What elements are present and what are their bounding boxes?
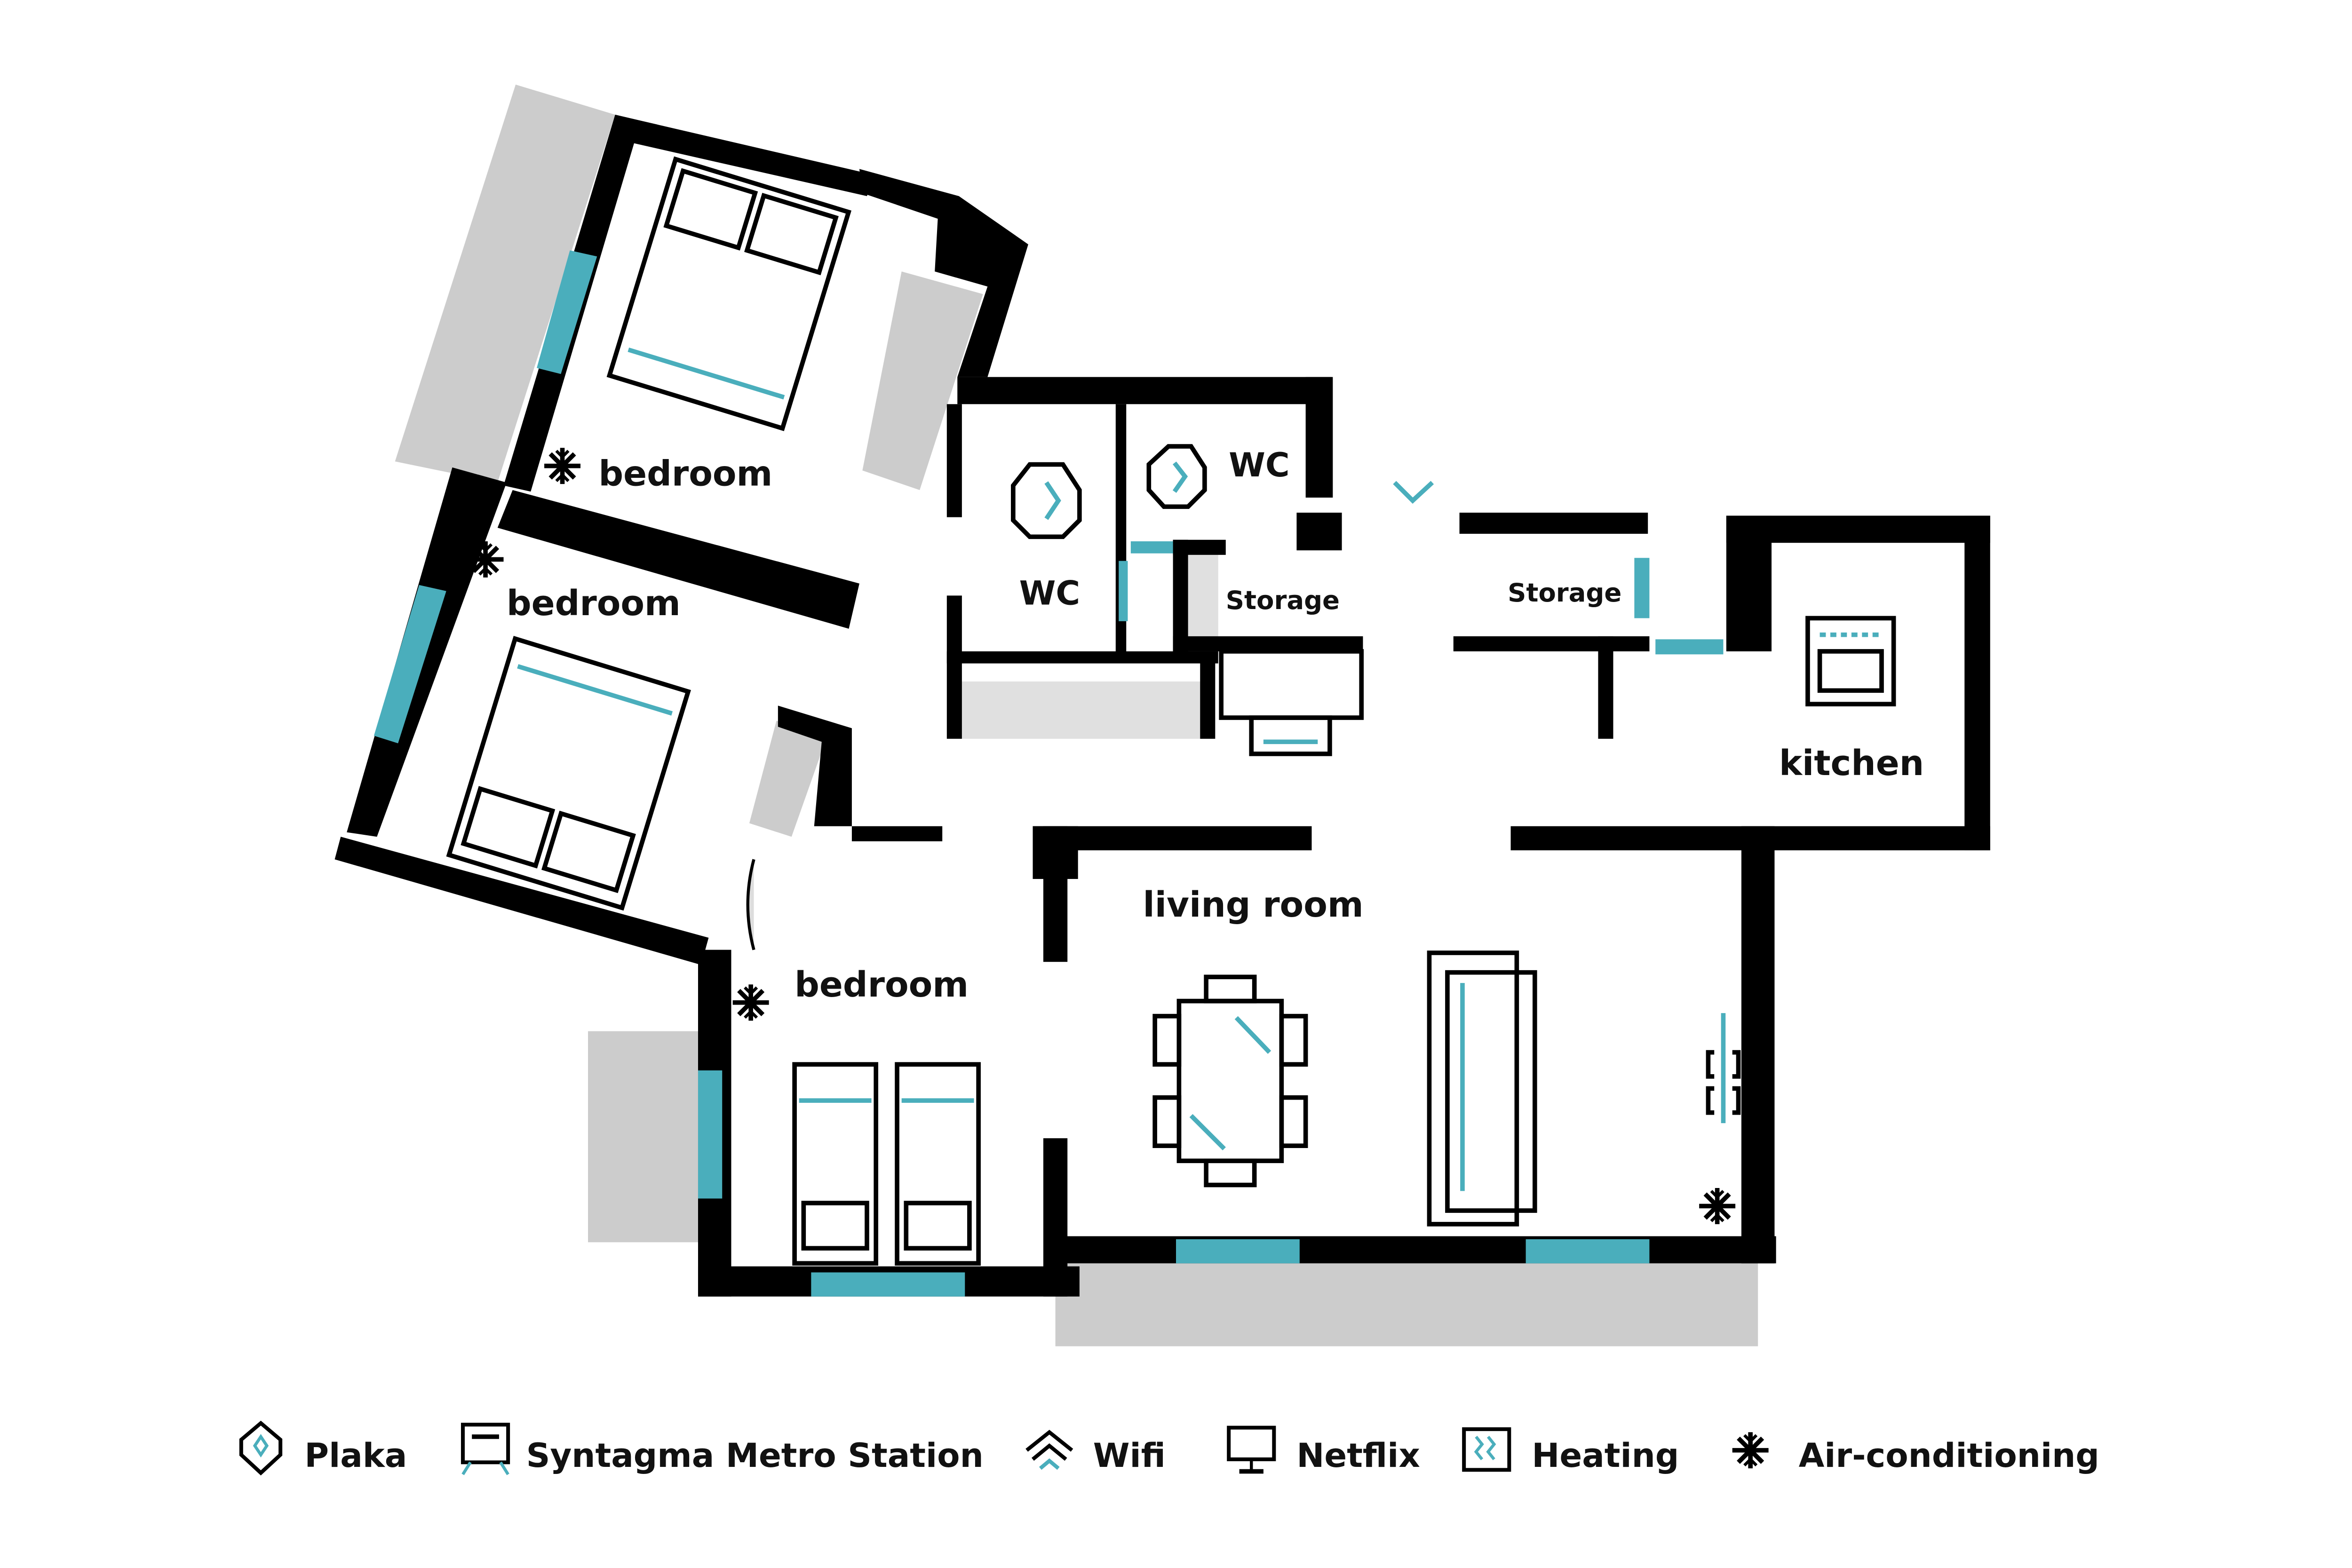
windows	[373, 250, 1724, 1297]
room-label-storage: Storage	[1508, 578, 1621, 608]
tv-icon	[1227, 1425, 1276, 1474]
legend-label: Plaka	[304, 1436, 407, 1475]
double-bed-2	[446, 636, 691, 911]
room-label-bedroom: bedroom	[598, 454, 772, 494]
snowflake-icon	[1699, 1188, 1735, 1224]
legend-label: Syntagma Metro Station	[526, 1436, 984, 1475]
room-label-bedroom: bedroom	[507, 584, 681, 624]
room-label-living-room: living room	[1143, 885, 1363, 925]
legend-label: Netflix	[1296, 1436, 1420, 1475]
snowflake-icon	[1732, 1432, 1769, 1468]
room-label-storage: Storage	[1226, 585, 1340, 615]
single-beds	[792, 1062, 981, 1266]
room-label-wc: WC	[1229, 446, 1290, 484]
location-pin-icon	[239, 1420, 283, 1476]
furniture	[446, 156, 1896, 1266]
legend-label: Wifi	[1093, 1436, 1166, 1475]
dining-table	[1152, 974, 1308, 1188]
entrance-chevron-icon	[1393, 481, 1434, 504]
legend-label: Heating	[1532, 1436, 1679, 1475]
snowflake-icon	[733, 984, 769, 1021]
legend: Plaka Syntagma Metro Station Wifi Netfli…	[239, 1420, 2099, 1476]
stove-unit	[1219, 649, 1364, 756]
radiator-icon	[1462, 1427, 1511, 1472]
legend-label: Air-conditioning	[1799, 1436, 2099, 1475]
sofa	[1427, 950, 1537, 1227]
kitchen-oven	[1805, 616, 1896, 706]
toilet-2	[1146, 444, 1207, 509]
room-label-bedroom: bedroom	[795, 965, 969, 1005]
balconies	[395, 84, 1758, 1346]
snowflake-icon	[544, 448, 580, 484]
room-label-wc: WC	[1019, 574, 1081, 613]
wifi-icon	[1025, 1430, 1073, 1470]
door-arc	[746, 859, 755, 950]
metro-icon	[461, 1423, 510, 1475]
room-label-kitchen: kitchen	[1779, 744, 1924, 784]
tv-unit	[1706, 1013, 1741, 1124]
double-bed-1	[606, 156, 851, 431]
toilet-1	[1011, 462, 1082, 539]
